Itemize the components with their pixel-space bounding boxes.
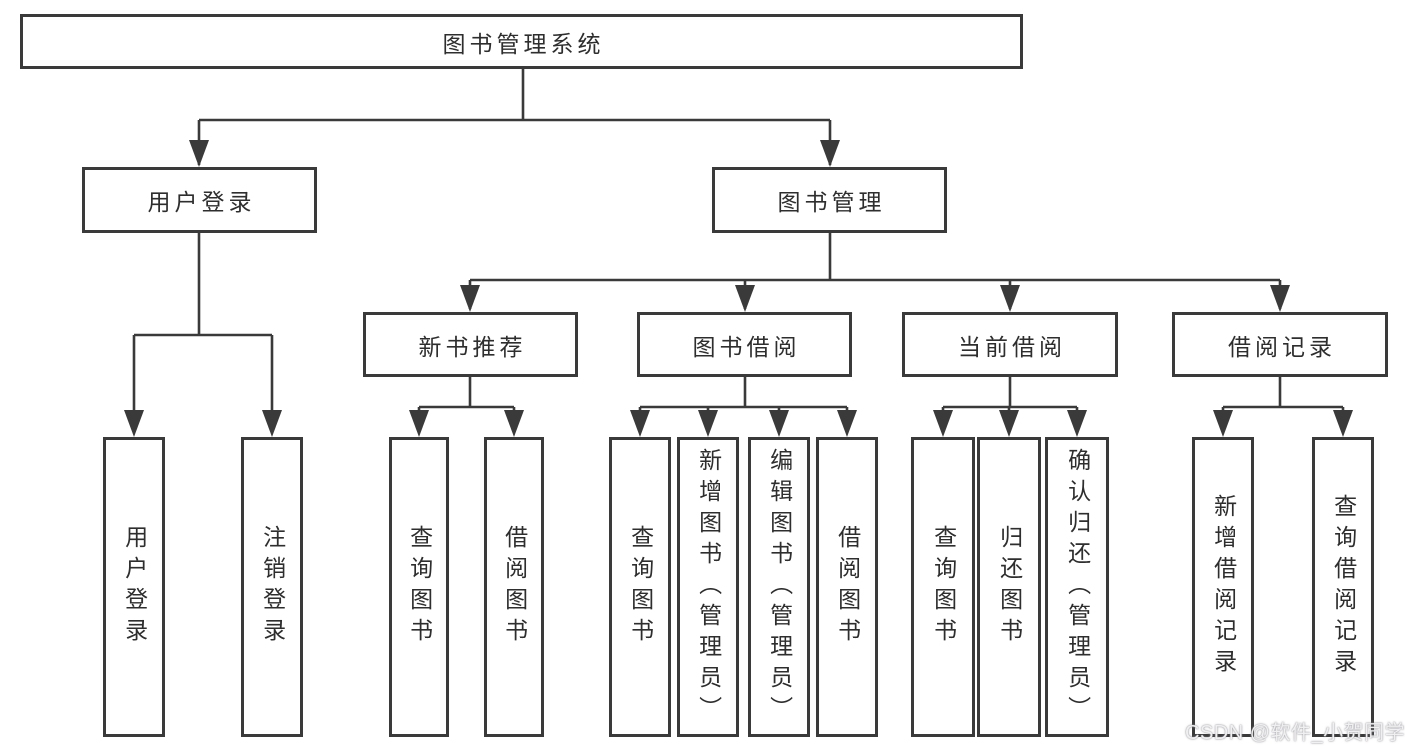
node-label: 用户登录 bbox=[147, 189, 256, 215]
node-user-login: 用户登录 bbox=[82, 167, 317, 233]
leaf-add-book-admin: 新增图书（管理员） bbox=[677, 437, 739, 737]
leaf-label: 借阅图书 bbox=[501, 525, 528, 649]
node-label: 图书借阅 bbox=[692, 333, 801, 360]
leaf-query-books-under-current: 查询图书 bbox=[911, 437, 975, 737]
leaf-return-book: 归还图书 bbox=[977, 437, 1041, 737]
leaf-label: 注销登录 bbox=[259, 525, 286, 649]
node-current-borrowing: 当前借阅 bbox=[902, 312, 1118, 377]
node-book-borrowing: 图书借阅 bbox=[637, 312, 852, 377]
leaf-label: 查询图书 bbox=[627, 525, 654, 649]
leaf-label: 借阅图书 bbox=[834, 525, 861, 649]
leaf-label: 新增图书（管理员） bbox=[695, 447, 722, 727]
leaf-confirm-return-admin: 确认归还（管理员） bbox=[1045, 437, 1109, 737]
leaf-borrow-books-under-new-book: 借阅图书 bbox=[484, 437, 544, 737]
node-new-book-recommendation: 新书推荐 bbox=[363, 312, 578, 377]
node-label: 图书管理 bbox=[777, 189, 886, 215]
node-borrowing-records: 借阅记录 bbox=[1172, 312, 1388, 377]
leaf-label: 归还图书 bbox=[996, 525, 1023, 649]
node-library-management-system: 图书管理系统 bbox=[20, 14, 1023, 69]
leaf-label: 确认归还（管理员） bbox=[1064, 447, 1091, 727]
leaf-query-borrow-record: 查询借阅记录 bbox=[1312, 437, 1374, 737]
node-book-management: 图书管理 bbox=[712, 167, 947, 233]
node-label: 图书管理系统 bbox=[442, 30, 605, 57]
leaf-edit-book-admin: 编辑图书（管理员） bbox=[748, 437, 810, 737]
node-label: 借阅记录 bbox=[1228, 333, 1336, 360]
node-label: 新书推荐 bbox=[418, 333, 527, 360]
node-label: 当前借阅 bbox=[958, 333, 1066, 360]
leaf-label: 查询图书 bbox=[406, 525, 433, 649]
csdn-watermark: CSDN @软件_小贺同学 bbox=[1185, 722, 1405, 744]
leaf-query-books-under-new-book: 查询图书 bbox=[389, 437, 449, 737]
leaf-label: 用户登录 bbox=[121, 525, 148, 649]
leaf-label: 编辑图书（管理员） bbox=[766, 447, 793, 727]
leaf-label: 新增借阅记录 bbox=[1210, 494, 1237, 680]
leaf-label: 查询借阅记录 bbox=[1330, 494, 1357, 680]
leaf-query-books-under-borrowing: 查询图书 bbox=[609, 437, 671, 737]
leaf-logout: 注销登录 bbox=[241, 437, 303, 737]
leaf-label: 查询图书 bbox=[930, 525, 957, 649]
leaf-user-login: 用户登录 bbox=[103, 437, 165, 737]
leaf-add-borrow-record: 新增借阅记录 bbox=[1192, 437, 1254, 737]
leaf-borrow-books-under-borrowing: 借阅图书 bbox=[816, 437, 878, 737]
